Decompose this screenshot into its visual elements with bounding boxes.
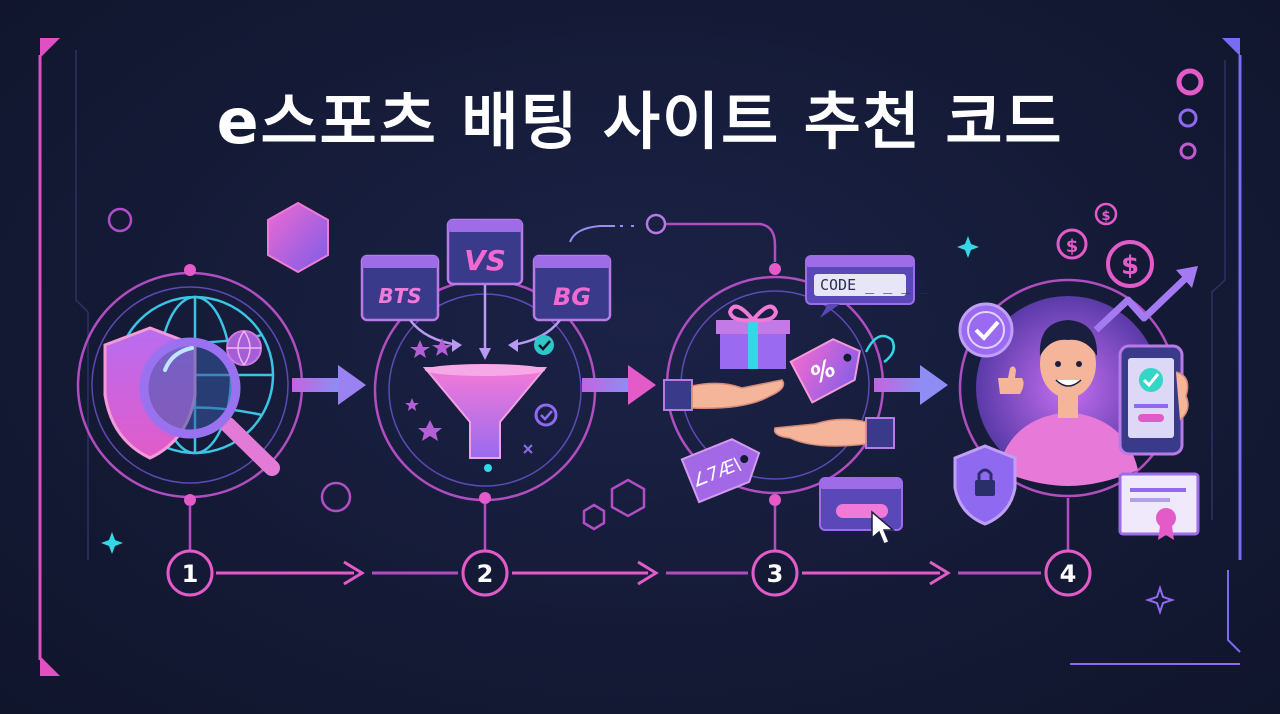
- step-4-number: 4: [1060, 560, 1077, 588]
- flow-arrow-2: [582, 365, 656, 405]
- verified-badge: [958, 302, 1014, 358]
- coin-icons: $ $ $: [1056, 202, 1154, 288]
- magnifier-icon: [139, 337, 280, 476]
- sparkle-icons: [101, 236, 1176, 616]
- cursor-icon: [871, 510, 896, 545]
- giving-hand: [663, 379, 785, 411]
- step-1-number: 1: [182, 560, 199, 588]
- certificate-icon: [1118, 472, 1200, 540]
- receiving-hand: [773, 417, 895, 449]
- step-3-number: 3: [767, 560, 784, 588]
- step1-illustration: [76, 201, 352, 513]
- step2-illustration: BTS VS BG: [360, 218, 646, 531]
- outer-frame: [38, 36, 1242, 678]
- svg-text:$: $: [1121, 251, 1139, 281]
- bg-badge: BG: [532, 254, 612, 322]
- growth-arrow-icon: [1093, 273, 1191, 333]
- step-2-number: 2: [477, 560, 494, 588]
- decor-circles: [1176, 68, 1204, 160]
- step-2-marker: 2: [461, 549, 509, 597]
- vs-badge: VS: [446, 218, 524, 286]
- code-window: CODE _ _ _ _: [805, 255, 929, 318]
- percent-tag: %: [789, 338, 861, 404]
- flow-arrow-3: [874, 365, 948, 405]
- funnel-icon: [422, 367, 548, 459]
- check-icon: [534, 335, 554, 355]
- bts-badge: BTS: [360, 254, 440, 322]
- bts-label: BTS: [378, 284, 421, 308]
- step-1-marker: 1: [166, 549, 214, 597]
- thumbs-up-icon: [998, 366, 1024, 394]
- gift-icon: [716, 304, 790, 369]
- flow-arrow-1: [292, 365, 366, 405]
- step-3-marker: 3: [751, 549, 799, 597]
- step4-illustration: $ $ $: [953, 202, 1200, 540]
- page-title: e스포츠 배팅 사이트 추천 코드: [216, 85, 1064, 158]
- vs-label: VS: [464, 244, 506, 277]
- step-4-marker: 4: [1044, 549, 1092, 597]
- svg-text:$: $: [1101, 209, 1110, 224]
- code-label: CODE _ _ _ _: [820, 276, 929, 294]
- phone-icon: [1118, 344, 1189, 456]
- lock-shield-icon: [953, 444, 1017, 526]
- price-tag: ∠7Æ\: [680, 438, 761, 504]
- svg-text:$: $: [1066, 236, 1079, 257]
- cta-window: [819, 477, 903, 545]
- step-timeline: 1 2 3 4: [166, 498, 1092, 597]
- bg-label: BG: [553, 283, 591, 311]
- person-avatar: [998, 320, 1138, 486]
